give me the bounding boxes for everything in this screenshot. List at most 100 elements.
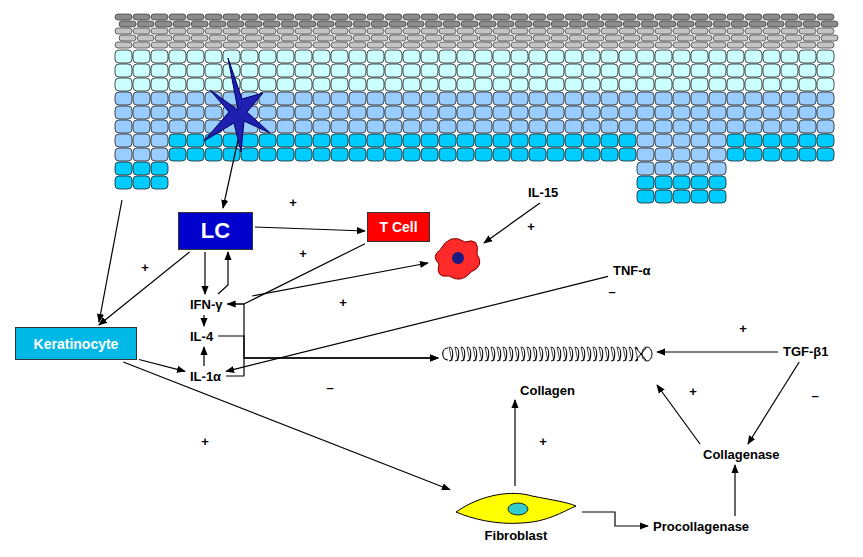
keratinocyte-cell (799, 92, 816, 105)
keratinocyte-cell (205, 64, 222, 77)
fibroblast-shape (452, 488, 580, 528)
cornified-cell (601, 42, 618, 48)
keratinocyte-cell (313, 78, 330, 91)
epidermis-cells (115, 14, 838, 203)
cornified-cell (659, 35, 676, 41)
keratinocyte-cell (151, 64, 168, 77)
keratinocyte-cell (745, 148, 762, 161)
keratinocyte-cell (565, 106, 582, 119)
keratinocyte-cell (763, 64, 780, 77)
keratinocyte-cell (169, 50, 186, 63)
keratinocyte-cell (691, 162, 708, 175)
cornified-cell (313, 42, 330, 48)
cornified-cell (731, 35, 748, 41)
keratinocyte-cell (403, 92, 420, 105)
keratinocyte-cell (367, 106, 384, 119)
cornified-cell (191, 35, 208, 41)
effect-sign: + (298, 247, 308, 261)
keratinocyte-cell (421, 148, 438, 161)
arrow-connector (657, 385, 700, 444)
fibroblast-cell: Fibroblast (452, 488, 580, 543)
cornified-cell (763, 14, 780, 20)
cornified-cell (155, 21, 172, 27)
keratinocyte-cell (133, 120, 150, 133)
cornified-cell (709, 42, 726, 48)
keratinocyte-cell (421, 106, 438, 119)
keratinocyte-cell (673, 176, 690, 189)
cornified-cell (295, 14, 312, 20)
cornified-cell (785, 21, 802, 27)
keratinocyte-cell (133, 78, 150, 91)
cornified-cell (619, 28, 636, 34)
keratinocyte-cell (637, 162, 654, 175)
cornified-cell (425, 35, 442, 41)
keratinocyte-cell (529, 50, 546, 63)
cornified-cell (299, 35, 316, 41)
keratinocyte-cell (151, 148, 168, 161)
node-text: Collagen (440, 383, 655, 398)
cornified-cell (169, 42, 186, 48)
cornified-cell (137, 21, 154, 27)
effect-sign: + (140, 261, 150, 275)
keratinocyte-cell (529, 120, 546, 133)
cornified-cell (691, 28, 708, 34)
cornified-cell (187, 42, 204, 48)
keratinocyte-cell (817, 134, 834, 147)
cornified-cell (403, 42, 420, 48)
t-cell-nucleus (452, 252, 464, 264)
keratinocyte-cell (133, 162, 150, 175)
cornified-cell (713, 21, 730, 27)
cornified-cell (749, 21, 766, 27)
cornified-cell (475, 42, 492, 48)
keratinocyte-cell (709, 106, 726, 119)
keratinocyte-cell (709, 50, 726, 63)
keratinocyte-cell (277, 50, 294, 63)
keratinocyte-cell (133, 50, 150, 63)
cornified-cell (745, 14, 762, 20)
keratinocyte-cell (151, 50, 168, 63)
keratinocyte-cell (349, 64, 366, 77)
keratinocyte-cell (331, 148, 348, 161)
effect-sign: – (325, 381, 334, 395)
keratinocyte-cell (709, 176, 726, 189)
cornified-cell (259, 14, 276, 20)
keratinocyte-cell (637, 106, 654, 119)
keratinocyte-cell (655, 120, 672, 133)
cornified-cell (637, 28, 654, 34)
cornified-cell (569, 35, 586, 41)
cornified-cell (821, 35, 838, 41)
keratinocyte-cell (565, 78, 582, 91)
lc-box: LC (178, 212, 253, 250)
keratinocyte-cell (313, 148, 330, 161)
keratinocyte-cell (349, 106, 366, 119)
cornified-cell (529, 28, 546, 34)
keratinocyte-cell (799, 78, 816, 91)
cornified-cell (583, 14, 600, 20)
keratinocyte-cell (187, 92, 204, 105)
cornified-cell (799, 28, 816, 34)
keratinocyte-cell (367, 148, 384, 161)
cornified-cell (241, 28, 258, 34)
keratinocyte-cell (115, 148, 132, 161)
keratinocyte-cell (421, 134, 438, 147)
keratinocyte-cell (745, 50, 762, 63)
cornified-cell (493, 14, 510, 20)
keratinocyte-cell (637, 50, 654, 63)
keratinocyte-cell (763, 106, 780, 119)
keratinocyte-cell (205, 134, 222, 147)
cornified-cell (241, 42, 258, 48)
cornified-cell (115, 28, 132, 34)
keratinocyte-cell (277, 106, 294, 119)
cornified-cell (677, 21, 694, 27)
keratinocyte-cell (745, 78, 762, 91)
cornified-cell (313, 28, 330, 34)
keratinocyte-cell (313, 120, 330, 133)
keratinocyte-cell (565, 134, 582, 147)
keratinocyte-cell (313, 50, 330, 63)
cornified-cell (173, 21, 190, 27)
keratinocyte-cell (673, 92, 690, 105)
keratinocyte-cell (187, 120, 204, 133)
collagen-helix (440, 345, 655, 363)
cornified-cell (227, 21, 244, 27)
keratinocyte-cell (601, 134, 618, 147)
